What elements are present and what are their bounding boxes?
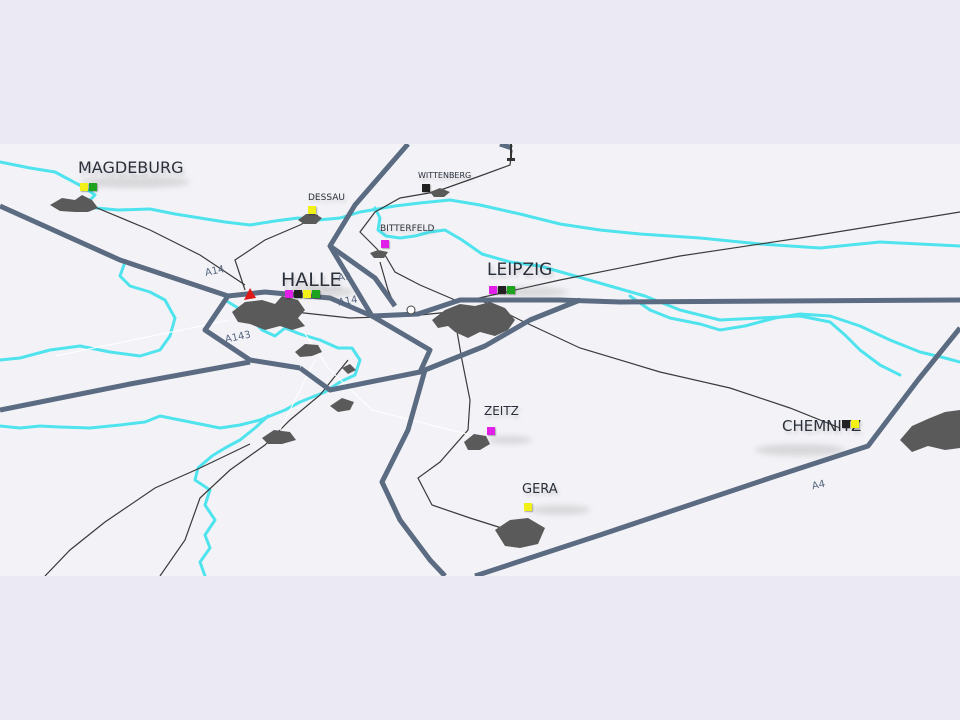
urban-leipzig xyxy=(432,302,515,338)
rail-bitterfeld-wittenberg xyxy=(359,149,513,251)
rail-leipzig-north xyxy=(384,254,456,301)
rivers xyxy=(0,160,960,576)
motorway-a9-north xyxy=(327,144,410,318)
tower-base-icon xyxy=(507,158,515,161)
urban-merseburg xyxy=(330,398,354,412)
poi-marker-magdeburg-green[interactable] xyxy=(89,183,97,191)
city-label-wittenberg[interactable]: WITTENBERG xyxy=(418,171,472,180)
city-label-leipzig[interactable]: LEIPZIG xyxy=(487,260,553,280)
urban-weissenfels xyxy=(262,430,296,444)
shadow-magdeburg xyxy=(80,176,190,188)
poi-marker-halle-black[interactable] xyxy=(294,290,302,298)
poi-marker-dessau-yellow[interactable] xyxy=(308,206,316,214)
shadow-gera xyxy=(530,505,590,515)
interchange-icon xyxy=(406,305,416,315)
river-west xyxy=(0,260,177,362)
poi-marker-magdeburg-yellow[interactable] xyxy=(80,183,88,191)
tower-icon xyxy=(510,144,512,159)
map-view[interactable]: MAGDEBURG DESSAU WITTENBERG BITTERFELD H… xyxy=(0,144,960,576)
rail-halle-south xyxy=(159,359,349,576)
urban-zeitz xyxy=(464,434,490,450)
city-label-dessau[interactable]: DESSAU xyxy=(308,193,345,203)
river-saale xyxy=(0,298,362,430)
shadow-zeitz xyxy=(488,436,532,444)
city-label-magdeburg[interactable]: MAGDEBURG xyxy=(78,158,184,177)
urban-dessau xyxy=(298,214,322,224)
rail-leipzig-zeitz xyxy=(417,319,509,531)
map-canvas xyxy=(0,144,960,576)
location-pin-icon[interactable] xyxy=(244,288,256,300)
urban-halle xyxy=(232,296,305,330)
rail-halle-magdeburg xyxy=(89,204,246,286)
motorway-a9-south-ext xyxy=(379,369,447,576)
motorway-a14-west xyxy=(0,203,301,371)
shadow-chemnitz xyxy=(755,444,845,456)
poi-marker-wittenberg-black[interactable] xyxy=(422,184,430,192)
poi-marker-chemnitz-yellow[interactable] xyxy=(851,420,859,428)
poi-marker-leipzig-magenta[interactable] xyxy=(489,286,497,294)
river-mulde xyxy=(373,206,902,377)
motorway-a38 xyxy=(0,359,251,413)
motorway-a4 xyxy=(474,326,960,576)
city-label-zeitz[interactable]: ZEITZ xyxy=(484,404,519,418)
urban-wittenberg xyxy=(430,188,450,197)
poi-marker-halle-green[interactable] xyxy=(312,290,320,298)
poi-marker-bitterfeld-magenta[interactable] xyxy=(381,240,389,248)
poi-marker-gera-yellow[interactable] xyxy=(524,503,532,511)
city-label-bitterfeld[interactable]: BITTERFELD xyxy=(380,224,435,234)
urban-gera xyxy=(495,518,545,548)
city-label-gera[interactable]: GERA xyxy=(522,482,558,497)
poi-marker-halle-magenta[interactable] xyxy=(285,290,293,298)
road-label-a9: A9 xyxy=(337,270,353,285)
light-link-southwest xyxy=(279,359,316,431)
urban-small-1 xyxy=(342,364,356,374)
urban-bitterfeld xyxy=(370,250,388,258)
city-label-halle[interactable]: HALLE xyxy=(281,269,342,291)
light-link-west xyxy=(54,319,231,357)
light-link-south xyxy=(289,311,471,436)
motorway-a72 xyxy=(419,297,581,375)
poi-marker-zeitz-magenta[interactable] xyxy=(487,427,495,435)
poi-marker-chemnitz-black[interactable] xyxy=(842,420,850,428)
label-shadows xyxy=(80,176,845,515)
river-white-elster xyxy=(193,414,270,576)
urban-chemnitz xyxy=(900,410,960,452)
poi-marker-leipzig-green[interactable] xyxy=(507,286,515,294)
urban-magdeburg xyxy=(50,195,98,212)
rail-southwest xyxy=(44,443,251,576)
city-label-chemnitz[interactable]: CHEMNITZ xyxy=(782,417,862,435)
poi-marker-halle-yellow[interactable] xyxy=(303,290,311,298)
river-mulde-east xyxy=(628,294,960,364)
rail-leipzig-east xyxy=(469,211,960,301)
urban-halle-south xyxy=(295,344,322,357)
motorway-leipzig-north xyxy=(328,243,398,308)
urban-areas xyxy=(50,188,960,548)
rail-leipzig-chemnitz xyxy=(479,299,841,429)
shadow-halle xyxy=(285,287,355,297)
poi-marker-leipzig-black[interactable] xyxy=(498,286,506,294)
